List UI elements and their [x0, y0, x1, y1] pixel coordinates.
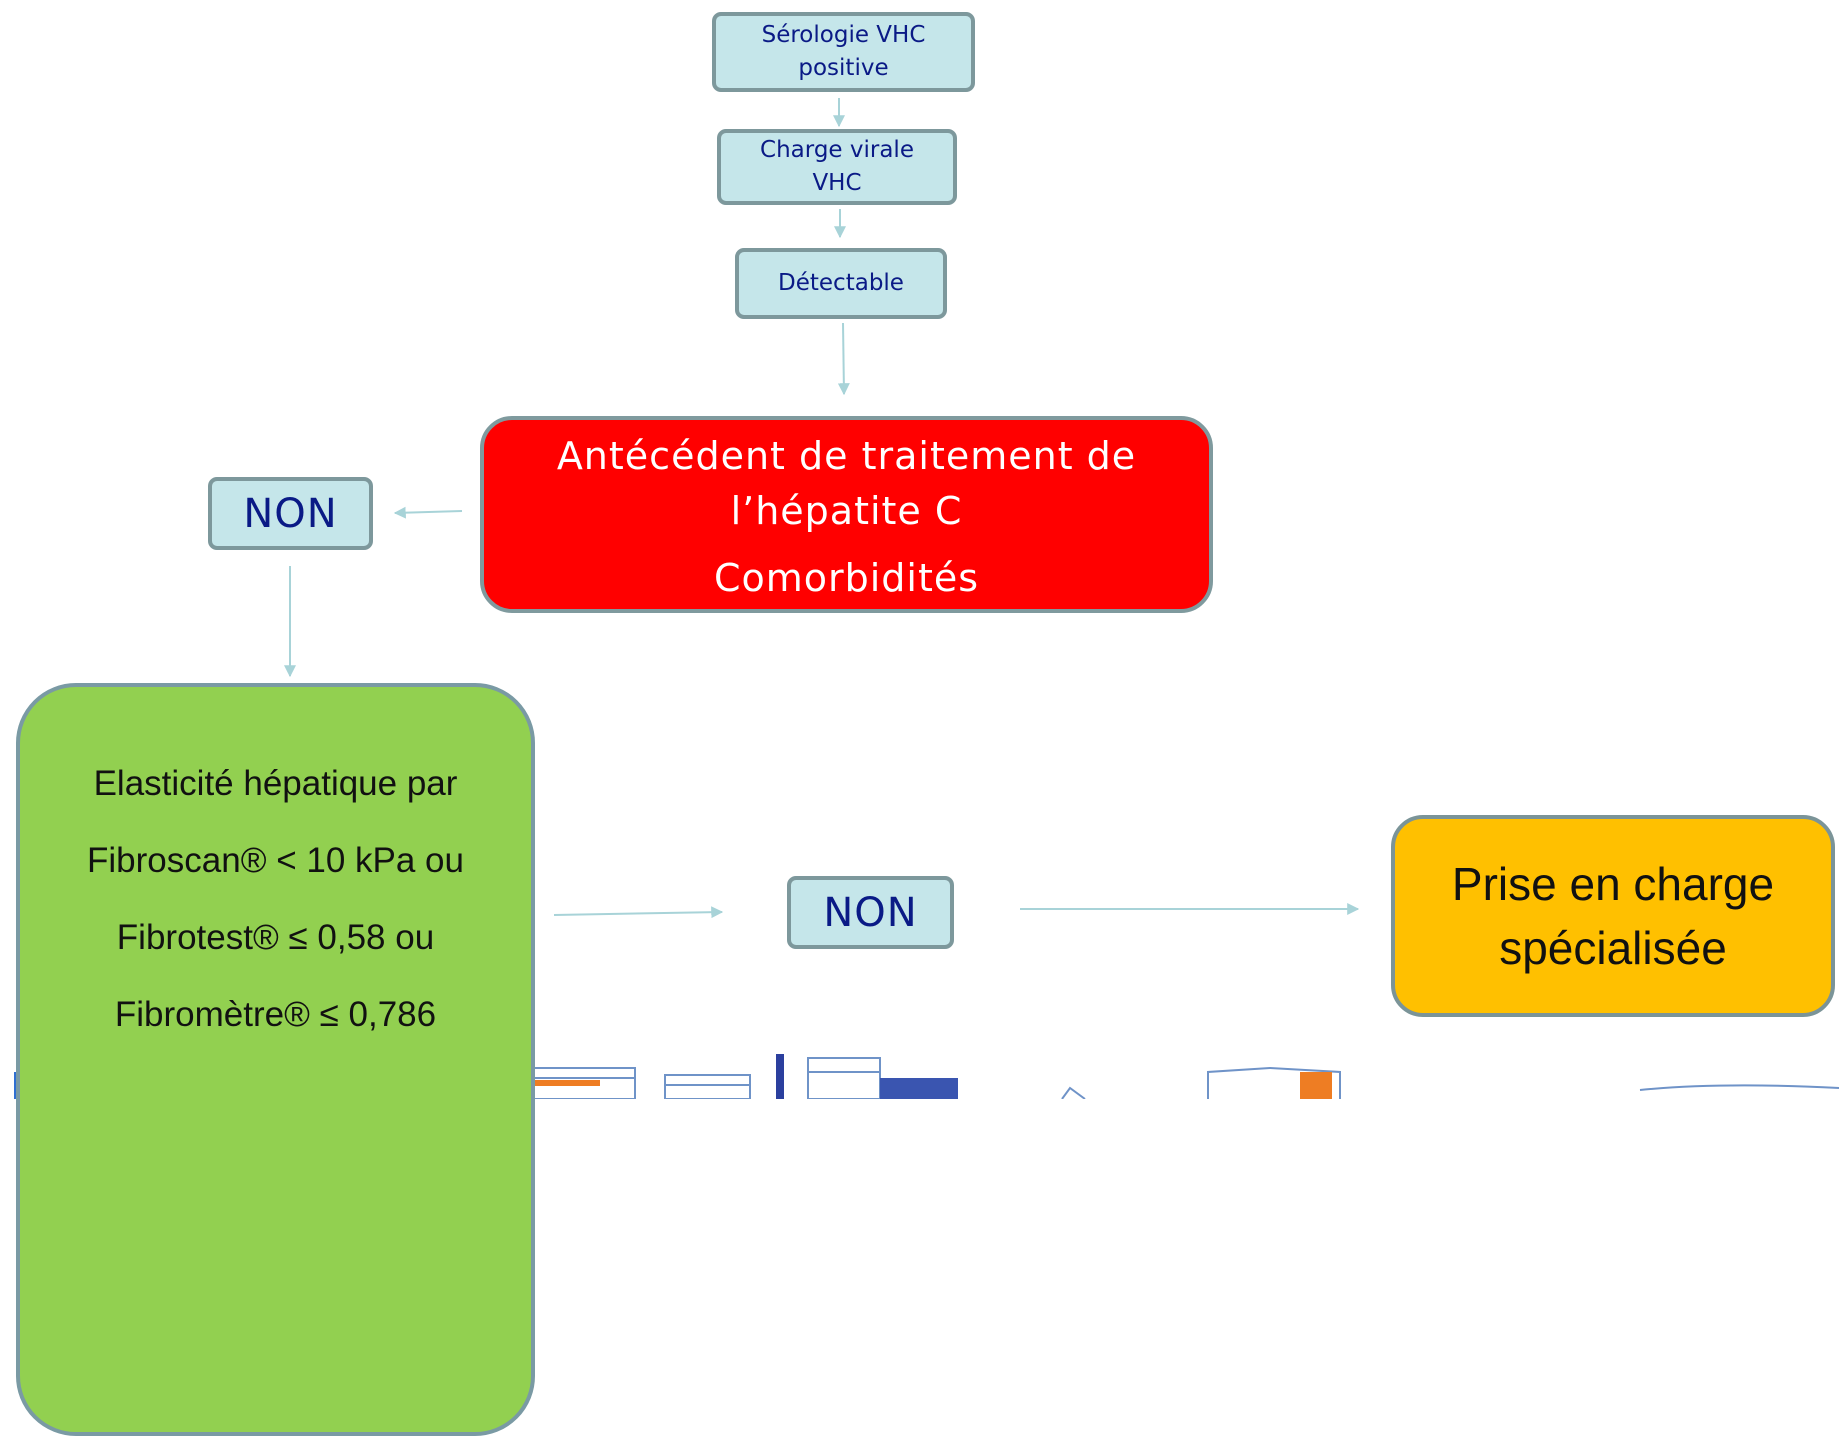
- prise-en-charge-box: Prise en charge spécialisée: [1391, 815, 1835, 1017]
- arrow-detectable-to-antecedent: [837, 322, 850, 396]
- elasticite-text: Elasticité hépatique par Fibroscan® < 10…: [16, 745, 535, 1053]
- antecedent-line1: Antécédent de traitement de: [556, 434, 1137, 478]
- serologie-line2: positive: [798, 55, 889, 81]
- arrow-elasticite-to-non: [553, 906, 724, 919]
- charge-virale-box: Charge virale VHC: [717, 129, 957, 205]
- antecedent-box: Antécédent de traitement de l’hépatite C…: [480, 416, 1213, 613]
- detectable-label: Détectable: [778, 269, 904, 296]
- antecedent-line3: Comorbidités: [713, 556, 980, 600]
- non-left-label: NON: [243, 490, 338, 537]
- antecedent-line2: l’hépatite C: [730, 489, 963, 533]
- elasticite-line4: Fibromètre® ≤ 0,786: [114, 995, 437, 1034]
- charge-line1: Charge virale: [760, 136, 914, 163]
- elasticite-line1: Elasticité hépatique par: [93, 764, 458, 803]
- detectable-box: Détectable: [735, 248, 947, 319]
- arrow-antecedent-to-non: [393, 506, 463, 519]
- connector-arrows: [284, 98, 1360, 919]
- non-left-box: NON: [208, 477, 373, 550]
- elasticite-line2: Fibroscan® < 10 kPa ou: [87, 841, 464, 880]
- prise-line2: spécialisée: [1499, 922, 1727, 974]
- non-middle-box: NON: [787, 876, 954, 949]
- charge-line2: VHC: [812, 170, 862, 196]
- elasticite-line3: Fibrotest® ≤ 0,58 ou: [116, 918, 435, 957]
- serologie-line1: Sérologie VHC: [761, 21, 926, 48]
- prise-line1: Prise en charge: [1451, 857, 1775, 910]
- serologie-box: Sérologie VHC positive: [712, 12, 975, 92]
- non-middle-label: NON: [823, 889, 918, 936]
